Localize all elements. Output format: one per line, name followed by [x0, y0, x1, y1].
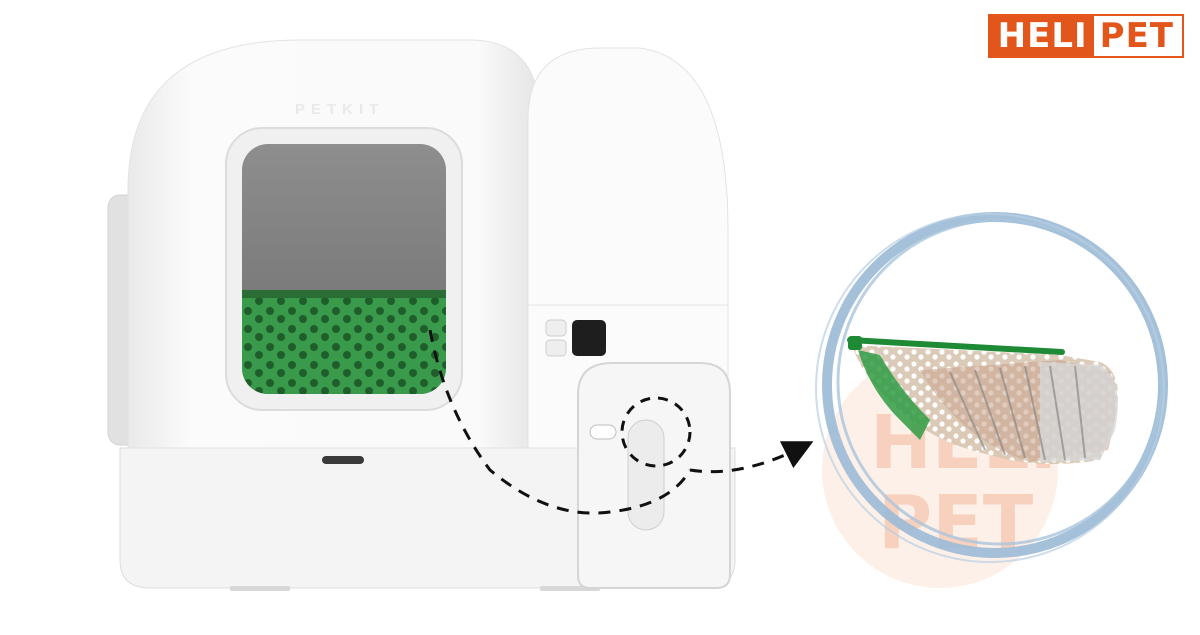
- logo-part-heli: HELI: [989, 16, 1094, 56]
- drawer-latch[interactable]: [589, 424, 617, 440]
- arrow-icon: [689, 441, 814, 474]
- helipet-logo: HELI PET: [987, 14, 1184, 58]
- logo-part-pet: PET: [1093, 16, 1182, 56]
- entry-window: [242, 144, 446, 394]
- display-screen: [572, 320, 606, 356]
- litter-box-device: PETKIT: [107, 39, 736, 591]
- callout-path: [428, 329, 692, 515]
- top-control-button[interactable]: [545, 319, 567, 337]
- highlight-circle: [620, 396, 692, 468]
- bottom-control-button[interactable]: [545, 339, 567, 357]
- zoom-view: HELI PET: [815, 212, 1168, 588]
- device-brand-label: PETKIT: [295, 101, 384, 118]
- drawer-handle[interactable]: [627, 419, 665, 531]
